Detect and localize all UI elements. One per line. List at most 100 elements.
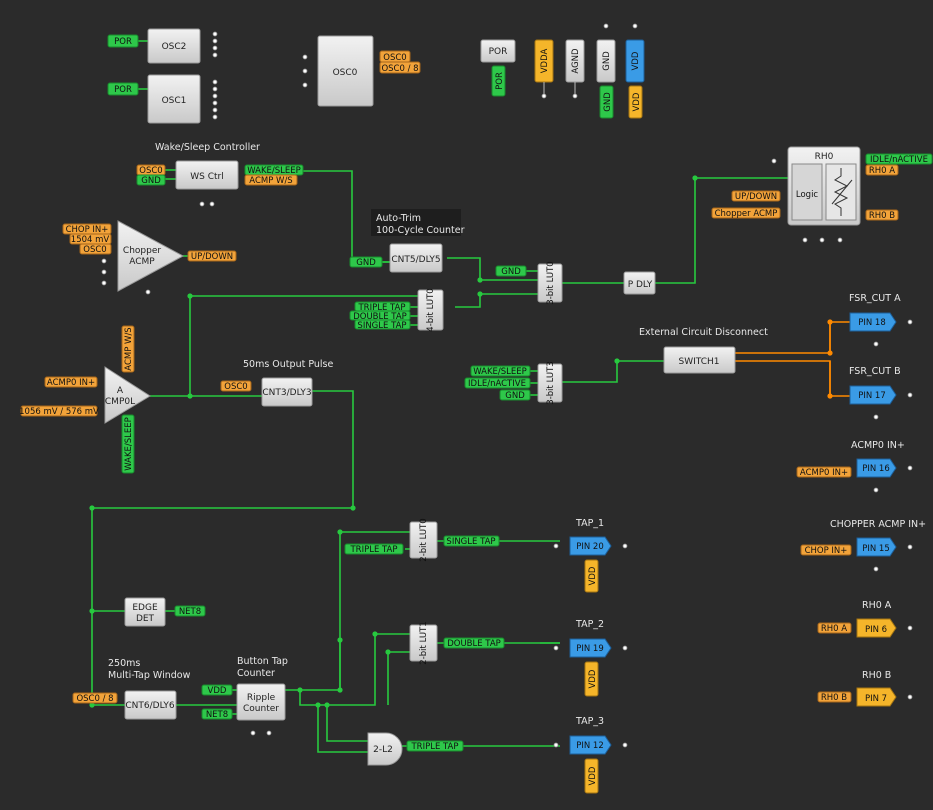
svg-text:PIN 15: PIN 15 bbox=[862, 544, 890, 554]
svg-text:WAKE/SLEEP: WAKE/SLEEP bbox=[124, 417, 134, 471]
vdda-block[interactable]: VDDA bbox=[534, 39, 554, 99]
svg-text:2-bit LUT1: 2-bit LUT1 bbox=[419, 621, 429, 664]
svg-text:PIN 17: PIN 17 bbox=[858, 391, 886, 401]
net-tag-lut3-inputs: WAKE/SLEEP IDLE/nACTIVE GND bbox=[464, 365, 531, 401]
cnt6-block[interactable]: CNT6/DLY6 bbox=[124, 690, 177, 720]
svg-text:OSC0: OSC0 bbox=[224, 382, 247, 392]
net-tag-acmp0-in: ACMP0 IN+ bbox=[44, 376, 98, 388]
svg-text:Counter: Counter bbox=[243, 704, 279, 714]
por-block[interactable]: POR bbox=[480, 39, 516, 63]
net-tag-up-down-out: UP/DOWN bbox=[187, 250, 237, 262]
pin20[interactable]: PIN 20 bbox=[553, 536, 628, 556]
agnd-block[interactable]: AGND bbox=[565, 39, 585, 99]
svg-text:WS Ctrl: WS Ctrl bbox=[190, 172, 224, 182]
title-multitap-2: Multi-Tap Window bbox=[108, 670, 191, 681]
net-tag-ws-outputs: WAKE/SLEEP ACMP W/S bbox=[244, 164, 304, 186]
title-rh0-b: RH0 B bbox=[862, 670, 891, 681]
lut3-0-block[interactable]: 3-bit LUT0 bbox=[537, 261, 563, 305]
svg-text:POR: POR bbox=[114, 85, 132, 95]
lut3-3-block[interactable]: 3-bit LUT3 bbox=[537, 361, 563, 405]
pin17[interactable]: PIN 17 bbox=[849, 385, 913, 420]
gnd-block[interactable]: GND bbox=[596, 23, 616, 83]
ws-ctrl-block[interactable]: WS Ctrl bbox=[175, 160, 239, 207]
svg-text:GND: GND bbox=[602, 51, 612, 71]
svg-text:OSC0: OSC0 bbox=[333, 68, 358, 78]
svg-text:CHOP IN+: CHOP IN+ bbox=[66, 225, 109, 235]
vdd-block[interactable]: VDD bbox=[625, 23, 645, 83]
pin15[interactable]: PIN 15 bbox=[856, 537, 913, 572]
svg-text:IDLE/nACTIVE: IDLE/nACTIVE bbox=[870, 155, 928, 165]
net-tag-vdd-p12: VDD bbox=[584, 758, 599, 794]
net-tag-double-out: DOUBLE TAP bbox=[443, 637, 505, 649]
svg-text:ACMP0 IN+: ACMP0 IN+ bbox=[47, 378, 95, 388]
svg-text:UP/DOWN: UP/DOWN bbox=[735, 192, 777, 202]
net-tag-ripple-inputs: VDD NET8 bbox=[201, 684, 233, 720]
net-tag-acmp-wake: WAKE/SLEEP bbox=[121, 414, 135, 474]
svg-text:RH0 A: RH0 A bbox=[821, 624, 847, 634]
osc0-block[interactable]: OSC0 bbox=[302, 35, 374, 107]
title-bg-auto-trim bbox=[371, 209, 461, 236]
cnt3-block[interactable]: CNT3/DLY3 bbox=[261, 377, 313, 407]
svg-text:VDD: VDD bbox=[208, 686, 227, 696]
junction-dots bbox=[89, 175, 833, 708]
acmp0-block[interactable]: A CMP0L bbox=[104, 366, 151, 424]
pin16[interactable]: PIN 16 bbox=[856, 458, 913, 493]
svg-text:OSC0: OSC0 bbox=[139, 166, 162, 176]
svg-text:CNT5/DLY5: CNT5/DLY5 bbox=[391, 255, 440, 265]
svg-text:OSC0: OSC0 bbox=[83, 245, 106, 255]
svg-text:CNT3/DLY3: CNT3/DLY3 bbox=[262, 388, 311, 398]
lut2-0-block[interactable]: 2-bit LUT0 bbox=[409, 518, 438, 562]
net-tag-chopper-inputs: CHOP IN+ 1504 mV OSC0 bbox=[62, 223, 112, 255]
svg-text:2-bit LUT0: 2-bit LUT0 bbox=[419, 518, 429, 561]
title-rh0-a: RH0 A bbox=[862, 600, 892, 611]
pin19[interactable]: PIN 19 bbox=[553, 638, 628, 658]
svg-text:POR: POR bbox=[489, 47, 508, 57]
net-tag-pin15-in: CHOP IN+ bbox=[800, 544, 852, 556]
svg-text:A: A bbox=[117, 386, 124, 396]
switch1-block[interactable]: SWITCH1 bbox=[663, 346, 736, 374]
svg-text:DET: DET bbox=[136, 614, 155, 624]
title-ws-controller: Wake/Sleep Controller bbox=[155, 142, 260, 153]
svg-text:1504 mV: 1504 mV bbox=[71, 235, 110, 245]
pin18[interactable]: PIN 18 bbox=[849, 312, 913, 347]
svg-text:DOUBLE TAP: DOUBLE TAP bbox=[353, 312, 407, 322]
edge-det-block[interactable]: EDGE DET bbox=[124, 597, 166, 627]
svg-text:3-bit LUT3: 3-bit LUT3 bbox=[546, 361, 556, 404]
chopper-acmp-block[interactable]: Chopper ACMP bbox=[101, 220, 185, 295]
svg-text:VDD: VDD bbox=[588, 766, 598, 785]
svg-text:OSC1: OSC1 bbox=[162, 96, 187, 106]
svg-text:OSC2: OSC2 bbox=[162, 42, 187, 52]
net-tag-pin6-in: RH0 A bbox=[817, 622, 852, 634]
title-tap1: TAP_1 bbox=[575, 518, 604, 529]
lut4-block[interactable]: 4-bit LUT0 bbox=[417, 288, 444, 332]
svg-text:POR: POR bbox=[114, 37, 132, 47]
svg-text:OSC0 / 8: OSC0 / 8 bbox=[76, 694, 113, 704]
svg-text:DOUBLE TAP: DOUBLE TAP bbox=[447, 639, 501, 649]
svg-text:TRIPLE TAP: TRIPLE TAP bbox=[357, 303, 405, 313]
svg-text:SINGLE TAP: SINGLE TAP bbox=[357, 321, 406, 331]
pin6[interactable]: PIN 6 bbox=[856, 618, 913, 638]
lut2-1-block[interactable]: 2-bit LUT1 bbox=[409, 621, 438, 665]
svg-text:NET8: NET8 bbox=[179, 607, 201, 617]
p-dly-block[interactable]: P DLY bbox=[623, 271, 656, 295]
osc2-block[interactable]: OSC2 bbox=[147, 28, 218, 64]
svg-text:CNT6/DLY6: CNT6/DLY6 bbox=[125, 701, 175, 711]
svg-text:WAKE/SLEEP: WAKE/SLEEP bbox=[247, 166, 301, 176]
svg-text:GND: GND bbox=[501, 267, 521, 277]
svg-text:PIN 19: PIN 19 bbox=[576, 644, 604, 654]
svg-text:WAKE/SLEEP: WAKE/SLEEP bbox=[473, 367, 527, 377]
title-fsr-cut-b: FSR_CUT B bbox=[849, 366, 901, 377]
svg-text:3-bit LUT0: 3-bit LUT0 bbox=[546, 261, 556, 304]
ripple-counter-block[interactable]: Ripple Counter bbox=[236, 683, 286, 736]
svg-text:VDD: VDD bbox=[588, 566, 598, 585]
osc1-block[interactable]: OSC1 bbox=[147, 74, 218, 124]
and-gate-block[interactable]: 2-L2 bbox=[367, 732, 403, 766]
pin12[interactable]: PIN 12 bbox=[553, 735, 628, 755]
net-tag-por-osc2: POR bbox=[107, 34, 139, 48]
rh0-block[interactable]: RH0 Logic bbox=[771, 146, 861, 243]
net-tag-cnt3-osc0: OSC0 bbox=[220, 380, 252, 392]
pin7[interactable]: PIN 7 bbox=[856, 687, 913, 707]
net-tag-ws-inputs: OSC0 GND bbox=[136, 164, 166, 186]
cnt5-block[interactable]: CNT5/DLY5 bbox=[389, 243, 443, 273]
